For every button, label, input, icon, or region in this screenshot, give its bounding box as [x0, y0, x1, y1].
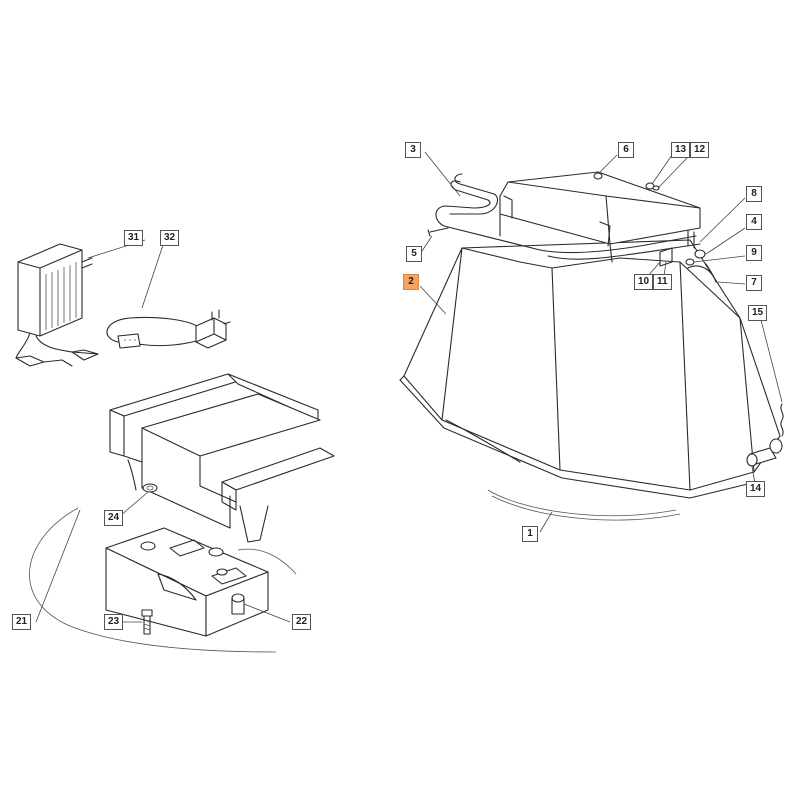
- callout-12: 12: [690, 142, 710, 158]
- callout-15: 15: [748, 305, 768, 321]
- callout-10: 10: [634, 274, 654, 290]
- frame-and-battery-drawing: [29, 373, 335, 653]
- callout-5: 5: [406, 246, 422, 262]
- callout-14: 14: [746, 481, 766, 497]
- callout-1: 1: [522, 526, 538, 542]
- callout-23: 23: [104, 614, 124, 630]
- callout-9: 9: [746, 245, 762, 261]
- callout-13: 13: [671, 142, 691, 158]
- callout-31: 31: [124, 230, 144, 246]
- callout-24: 24: [104, 510, 124, 526]
- leader-lines: [35, 151, 783, 623]
- callout-7: 7: [746, 275, 762, 291]
- charging-cable-drawing: [106, 309, 231, 349]
- callout-2: 2: [403, 274, 419, 290]
- callout-6: 6: [618, 142, 634, 158]
- battery-charger-drawing: [15, 243, 99, 367]
- callout-3: 3: [405, 142, 421, 158]
- callout-11: 11: [653, 274, 672, 290]
- callout-8: 8: [746, 186, 762, 202]
- callout-22: 22: [292, 614, 312, 630]
- callout-4: 4: [746, 214, 762, 230]
- callout-32: 32: [160, 230, 180, 246]
- callout-21: 21: [12, 614, 32, 630]
- grass-collector-drawing: [399, 171, 784, 521]
